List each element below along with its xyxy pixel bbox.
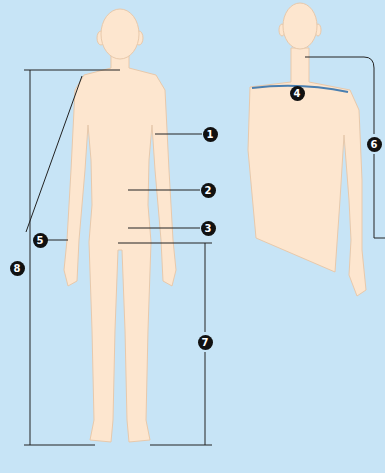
callout-number: 1	[203, 127, 218, 142]
head	[283, 3, 317, 49]
sleeve-line	[26, 76, 82, 240]
chest-line	[155, 134, 202, 135]
front-body	[64, 56, 176, 442]
callout-number: 6	[367, 137, 382, 152]
callout-number: 7	[198, 335, 213, 350]
callout-number: 3	[201, 221, 216, 236]
hip-line	[128, 228, 200, 229]
callout-number: 2	[201, 183, 216, 198]
callout-number: 8	[10, 261, 25, 276]
inseam-line	[118, 243, 212, 445]
height-line	[24, 70, 120, 445]
head	[101, 9, 139, 59]
callout-number: 5	[33, 233, 48, 248]
back-sleeve-line	[305, 57, 385, 238]
waist-line	[128, 190, 200, 191]
callout-number: 4	[290, 86, 305, 101]
back-body	[248, 48, 366, 296]
